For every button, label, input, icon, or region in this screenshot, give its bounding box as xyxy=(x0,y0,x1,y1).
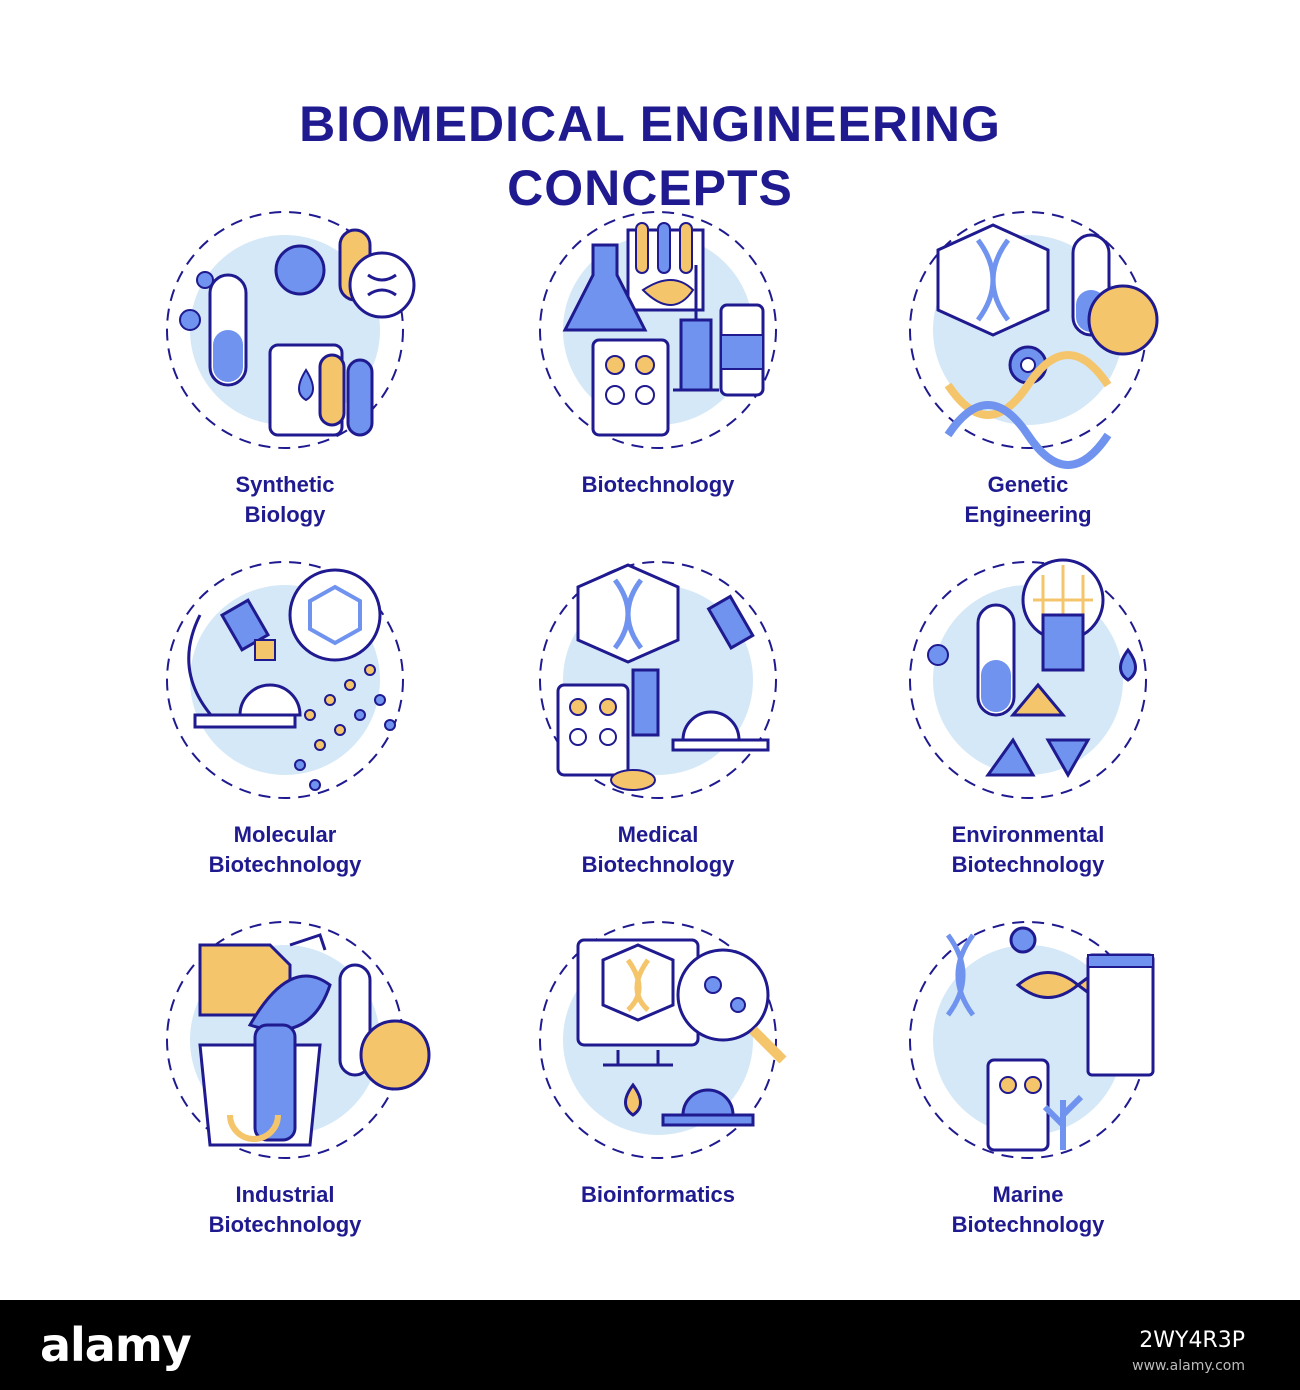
concept-label-line-2: Biotechnology xyxy=(208,852,362,877)
concept-card-environmental-biotechnology: Environmental Biotechnology xyxy=(868,555,1188,915)
concept-label-line-2: Biotechnology xyxy=(951,852,1105,877)
concept-label-line-1: Biotechnology xyxy=(581,472,735,497)
synthetic-biology-icon xyxy=(166,211,416,449)
title-line-1: BIOMEDICAL ENGINEERING xyxy=(299,95,1001,152)
concept-card-biotechnology: Biotechnology xyxy=(498,205,818,565)
concept-label: Industrial Biotechnology xyxy=(125,1180,445,1240)
concept-card-medical-biotechnology: Medical Biotechnology xyxy=(498,555,818,915)
concept-label: Bioinformatics xyxy=(498,1180,818,1210)
concept-card-marine-biotechnology: Marine Biotechnology xyxy=(868,915,1188,1275)
concept-label-line-1: Bioinformatics xyxy=(580,1182,736,1207)
title-line-2: CONCEPTS xyxy=(507,159,793,216)
concept-label-line-1: Marine xyxy=(992,1182,1064,1207)
page-title: BIOMEDICAL ENGINEERING CONCEPTS xyxy=(0,92,1300,220)
concept-label: Molecular Biotechnology xyxy=(125,820,445,880)
concept-label-line-2: Biotechnology xyxy=(581,852,735,877)
concept-label: Environmental Biotechnology xyxy=(868,820,1188,880)
concept-label: Biotechnology xyxy=(498,470,818,500)
concept-label: Medical Biotechnology xyxy=(498,820,818,880)
image-id: 2WY4R3P xyxy=(1139,1328,1245,1353)
concept-label-line-2: Biotechnology xyxy=(951,1212,1105,1237)
concept-card-genetic-engineering: Genetic Engineering xyxy=(868,205,1188,565)
concept-label-line-1: Synthetic xyxy=(235,472,335,497)
biotechnology-icon xyxy=(539,211,777,449)
concept-label: Genetic Engineering xyxy=(868,470,1188,530)
medical-biotechnology-icon xyxy=(539,561,777,799)
concept-card-bioinformatics: Bioinformatics xyxy=(498,915,818,1275)
industrial-biotechnology-icon xyxy=(166,921,431,1159)
concept-label: Synthetic Biology xyxy=(125,470,445,530)
concept-label-line-2: Biotechnology xyxy=(208,1212,362,1237)
website-url: www.alamy.com xyxy=(1132,1358,1245,1374)
concept-card-molecular-biotechnology: Molecular Biotechnology xyxy=(125,555,445,915)
concept-card-industrial-biotechnology: Industrial Biotechnology xyxy=(125,915,445,1275)
molecular-biotechnology-icon xyxy=(166,561,404,799)
concept-card-synthetic-biology: Synthetic Biology xyxy=(125,205,445,565)
concept-label-line-1: Molecular xyxy=(233,822,337,847)
brand-logo: alamy xyxy=(40,1318,192,1372)
concept-label: Marine Biotechnology xyxy=(868,1180,1188,1240)
bioinformatics-icon xyxy=(539,921,787,1159)
concept-label-line-1: Medical xyxy=(617,822,699,847)
concept-label-line-2: Engineering xyxy=(964,502,1092,527)
concept-label-line-2: Biology xyxy=(244,502,326,527)
concept-label-line-1: Industrial xyxy=(235,1182,335,1207)
concept-label-line-1: Genetic xyxy=(987,472,1069,497)
concept-label-line-1: Environmental xyxy=(951,822,1105,847)
environmental-biotechnology-icon xyxy=(909,558,1147,799)
marine-biotechnology-icon xyxy=(909,921,1155,1159)
genetic-engineering-icon xyxy=(909,211,1159,469)
watermark-bar: alamy 2WY4R3P www.alamy.com xyxy=(0,1300,1300,1390)
